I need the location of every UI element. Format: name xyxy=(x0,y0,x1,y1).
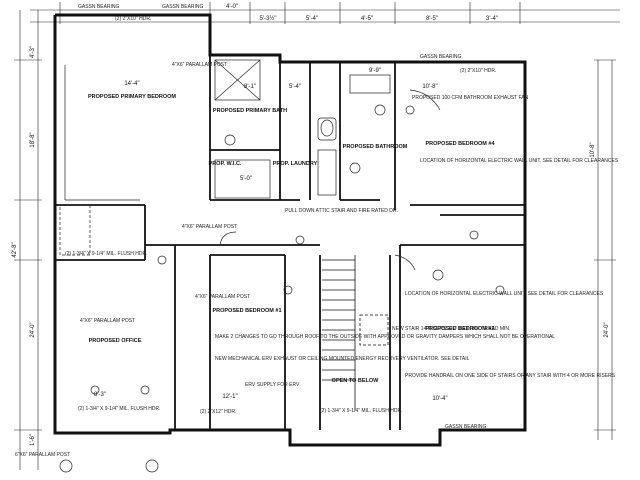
note-new-stair: NEW STAIR 14 RISERS 7¾" MAX. 9¾" TREAD M… xyxy=(392,326,510,332)
room-name-open-below: OPEN TO BELOW xyxy=(332,378,379,384)
room-name-closet: PROP. W.I.C. xyxy=(209,161,242,167)
room-name-primary-bedroom: PROPOSED PRIMARY BEDROOM xyxy=(88,94,176,100)
note-post-3: 4"X6" PARALLAM POST xyxy=(80,318,135,324)
room-size-bedroom-4: 10'-8" xyxy=(422,84,437,90)
room-name-primary-bath: PROPOSED PRIMARY BATH xyxy=(213,108,287,114)
dim-top-2: 5'-3½" xyxy=(260,15,277,22)
room-labels: PROPOSED PRIMARY BEDROOM 14'-4" PROPOSED… xyxy=(88,68,495,402)
interior-walls xyxy=(55,55,525,430)
dim-left-3: 42'-8" xyxy=(12,242,18,257)
dim-left-1: 4'-3" xyxy=(30,46,36,58)
dim-left-5: 1'-6" xyxy=(30,434,36,446)
corner-label-3: GASSN BEARING xyxy=(420,54,462,60)
right-dimension-texts: 24'-0" 10'-8" xyxy=(590,142,610,337)
dim-left-4: 24'-0" xyxy=(30,322,36,337)
room-name-bathroom: PROPOSED BATHROOM xyxy=(343,144,408,150)
room-name-laundry: PROP. LAUNDRY xyxy=(273,161,318,167)
note-lvl-1: (2) 1-3/4" X 9-1/4" MIL. FLUSH HDR. xyxy=(65,251,147,257)
left-dimension-texts: 4'-3" 18'-8" 42'-8" 24'-0" 1'-6" xyxy=(12,46,36,446)
corner-labels: GASSN BEARING GASSN BEARING GASSN BEARIN… xyxy=(78,4,487,430)
note-handrail: PROVIDE HANDRAIL ON ONE SIDE OF STAIRS O… xyxy=(405,373,616,379)
room-size-bedroom-1: 12'-1" xyxy=(222,394,237,400)
room-size-primary-bath: 8'-1" xyxy=(244,84,256,90)
note-lvl-3: (2) 1-3/4" X 9-1/4" MIL. FLUSH HDR. xyxy=(320,408,402,414)
room-size-primary-bedroom: 14'-4" xyxy=(124,81,139,87)
corner-label-1: GASSN BEARING xyxy=(78,4,120,10)
room-size-office: 8'-3" xyxy=(94,392,106,398)
top-dimension-texts: 4'-0" 5'-3½" 5'-4" 4'-5" 8'-5" 3'-4" xyxy=(226,4,498,22)
note-post-5: 6"X6" PARALLAM POST xyxy=(15,452,70,458)
room-name-office: PROPOSED OFFICE xyxy=(89,338,142,344)
room-size-closet: 5'-0" xyxy=(240,176,252,182)
note-hrv: NEW MECHANICAL ERV EXHAUST OR CEILING MO… xyxy=(215,356,470,362)
fixture-details xyxy=(59,59,505,473)
dim-right-2: 10'-8" xyxy=(590,142,596,157)
note-location-2: LOCATION OF HORIZONTAL ELECTRIC WALL UNI… xyxy=(405,291,604,297)
note-chimney: MAKE 2 CHANGES TO GO THROUGH ROOF TO THE… xyxy=(215,334,555,340)
note-lvl-2: (2) 1-3/4" X 9-1/4" MIL. FLUSH HDR. xyxy=(78,406,160,412)
note-header-top: (2) 2"X10" HDR. xyxy=(115,16,151,22)
room-name-bedroom-1: PROPOSED BEDROOM #1 xyxy=(212,308,281,314)
dim-left-2: 18'-8" xyxy=(30,132,36,147)
corner-label-4: GASSN BEARING xyxy=(445,424,487,430)
dim-top-6: 3'-4" xyxy=(486,16,498,22)
room-size-bedroom-2: 10'-4" xyxy=(432,396,447,402)
dimension-lines xyxy=(14,2,620,470)
room-size-bathroom: 9'-9" xyxy=(369,68,381,74)
note-exhaust: PROPOSED 100 CFM BATHROOM EXHAUST FAN xyxy=(412,95,529,101)
note-post-2: 4"X6" PARALLAM POST xyxy=(182,224,237,230)
note-header-bottom: (2) 2"X12" HDR. xyxy=(200,409,236,415)
dim-top-4: 4'-5" xyxy=(361,16,373,22)
note-header-rear: (2) 2"X10" HDR. xyxy=(460,68,496,74)
dim-top-1: 4'-0" xyxy=(226,4,238,10)
exterior-walls xyxy=(53,13,527,447)
dim-top-3: 5'-4" xyxy=(306,16,318,22)
construction-notes: PULL DOWN ATTIC STAIR AND FIRE RATED DR.… xyxy=(15,16,619,458)
note-post-1: 4"X6" PARALLAM POST xyxy=(172,62,227,68)
room-name-bedroom-2: PROPOSED BEDROOM #2 xyxy=(425,326,494,332)
room-size-laundry: 5'-4" xyxy=(289,84,301,90)
dim-right-1: 24'-0" xyxy=(604,322,610,337)
note-post-4: 4"X6" PARALLAM POST xyxy=(195,294,250,300)
note-attic: PULL DOWN ATTIC STAIR AND FIRE RATED DR. xyxy=(285,208,398,214)
room-name-bedroom-4: PROPOSED BEDROOM #4 xyxy=(425,141,495,147)
dim-top-5: 8'-5" xyxy=(426,16,438,22)
stair xyxy=(322,255,389,410)
note-erv-supply: ERV SUPPLY FOR ERV xyxy=(245,382,300,388)
corner-label-2: GASSN BEARING xyxy=(162,4,204,10)
note-location-1: LOCATION OF HORIZONTAL ELECTRIC WALL UNI… xyxy=(420,158,619,164)
